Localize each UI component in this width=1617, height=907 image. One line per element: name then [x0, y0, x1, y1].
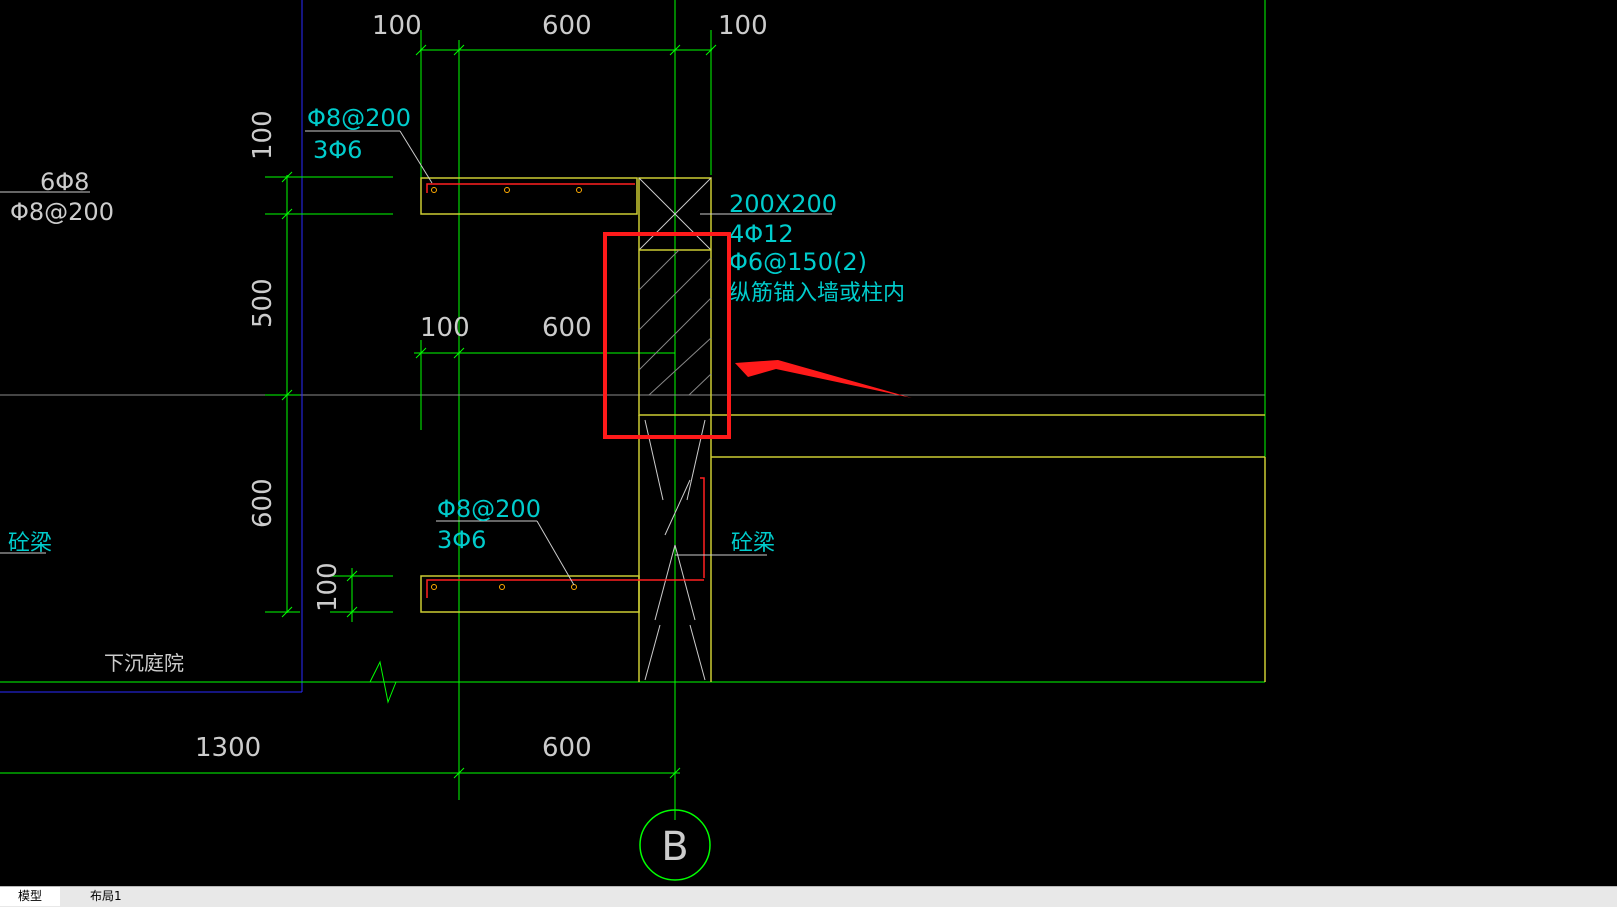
axis-label: B [661, 824, 688, 870]
tab-model[interactable]: 模型 [0, 887, 61, 906]
bottom-slab [420, 520, 704, 613]
lower-wall [638, 414, 1266, 682]
tab-layout1-label: 布局1 [90, 889, 122, 903]
highlight-annotation [603, 232, 912, 439]
column-anchor: 纵筋锚入墙或柱内 [729, 281, 905, 306]
beam-label-right: 砼梁 [731, 531, 775, 556]
axis-bubble: B [639, 809, 711, 881]
left-note-line2: Φ8@200 [10, 198, 114, 226]
rebar-bottom-line1: Φ8@200 [437, 495, 541, 523]
top-slab [305, 130, 638, 215]
column-stirrup: Φ6@150(2) [729, 248, 867, 276]
cad-drawing-canvas[interactable]: 100 600 100 100 600 1300 600 100 500 600… [0, 0, 1617, 886]
dim-top-left: 100 [372, 11, 422, 41]
room-label: 下沉庭院 [104, 651, 184, 675]
dim-top-right: 100 [718, 11, 768, 41]
wall-outline [0, 0, 1266, 704]
dim-bottom-left: 1300 [195, 733, 261, 763]
dim-bottom [0, 767, 681, 779]
dim-mid-left: 100 [420, 313, 470, 343]
column-bars: 4Φ12 [729, 220, 794, 248]
layout-tab-bar: 模型 布局1 [0, 886, 1617, 907]
tab-layout1[interactable]: 布局1 [72, 887, 140, 906]
dim-vert-upper: 500 [248, 278, 278, 328]
dim-vertical [265, 171, 393, 622]
rebar-bottom-line2: 3Φ6 [437, 526, 486, 554]
dim-top-mid: 600 [542, 11, 592, 41]
rebar-top-line1: Φ8@200 [307, 104, 411, 132]
axis-lines [0, 0, 1265, 820]
boundary-lines [0, 0, 303, 693]
left-note-line1: 6Φ8 [40, 168, 89, 196]
dim-vert-bottom: 100 [313, 562, 343, 612]
dim-vert-top: 100 [248, 110, 278, 160]
dim-bottom-mid: 600 [542, 733, 592, 763]
dim-mid-mid: 600 [542, 313, 592, 343]
rebar-top-line2: 3Φ6 [313, 136, 362, 164]
column-section [638, 177, 712, 416]
column-size: 200X200 [729, 190, 837, 218]
left-note-lines [0, 191, 90, 554]
dim-vert-lower: 600 [248, 478, 278, 528]
dim-top [415, 30, 717, 210]
beam-label-left: 砼梁 [8, 531, 52, 556]
tab-model-label: 模型 [18, 889, 43, 903]
dim-mid [414, 340, 675, 430]
